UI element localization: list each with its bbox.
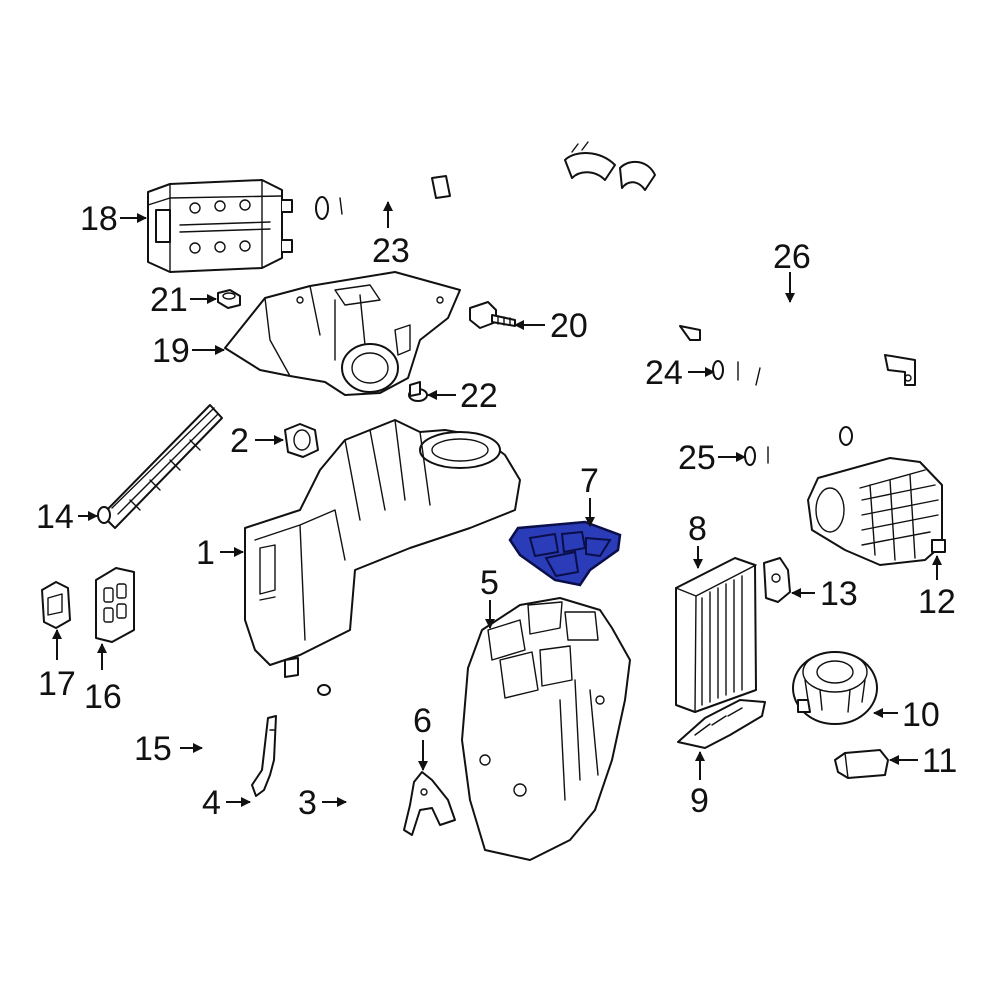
callout-3: 3	[298, 784, 317, 822]
callout-9: 9	[690, 782, 709, 820]
part-24-hose[interactable]	[710, 360, 787, 436]
part-3-drain-tube[interactable]	[317, 684, 364, 826]
part-13-sensor[interactable]	[763, 557, 791, 603]
callout-14: 14	[36, 498, 74, 536]
part-8-cabin-filter[interactable]	[675, 557, 757, 713]
part-4-sensor[interactable]	[251, 715, 277, 797]
part-7-gasket-highlighted[interactable]	[508, 520, 622, 587]
callout-19: 19	[152, 332, 190, 370]
part-22-screw[interactable]	[408, 381, 428, 402]
callout-4: 4	[202, 784, 221, 822]
callout-13: 13	[820, 575, 858, 613]
callout-8: 8	[688, 510, 707, 548]
part-10-blower-motor[interactable]	[792, 651, 878, 725]
part-1-hvac-case[interactable]	[244, 419, 521, 678]
part-2-grommet[interactable]	[284, 423, 319, 458]
callout-21: 21	[150, 281, 188, 319]
callout-10: 10	[902, 696, 940, 734]
callout-16: 16	[84, 678, 122, 716]
callout-2: 2	[230, 422, 249, 460]
callout-6: 6	[413, 702, 432, 740]
callout-24: 24	[645, 354, 683, 392]
callout-1: 1	[196, 534, 215, 572]
callout-23: 23	[372, 232, 410, 270]
callout-5: 5	[480, 564, 499, 602]
part-17-switch[interactable]	[41, 581, 71, 629]
part-25-hose[interactable]	[743, 422, 853, 466]
part-9-bracket[interactable]	[677, 699, 766, 749]
callout-11: 11	[922, 742, 957, 780]
callout-12: 12	[918, 583, 956, 621]
part-21-nut[interactable]	[217, 289, 241, 309]
callout-22: 22	[460, 377, 498, 415]
part-23-hose[interactable]	[313, 175, 451, 220]
callout-17: 17	[38, 665, 76, 703]
callout-20: 20	[550, 307, 588, 345]
part-11-resistor[interactable]	[834, 749, 889, 779]
part-5-lower-case[interactable]	[461, 597, 631, 861]
callout-25: 25	[678, 439, 716, 477]
part-14-heater-core[interactable]	[97, 404, 223, 529]
callout-18: 18	[80, 200, 118, 238]
part-26-coolant-pipes[interactable]	[553, 141, 938, 386]
part-19-cover[interactable]	[224, 271, 461, 396]
leader-lines	[52, 201, 942, 807]
callout-numbers: 18 23 26 21 20 19 24 22 2 25 14 7 8 1 12…	[36, 200, 957, 822]
callout-7: 7	[580, 462, 599, 500]
part-12-blower-housing[interactable]	[807, 457, 946, 566]
part-6-bracket[interactable]	[403, 771, 456, 836]
part-20-bolt[interactable]	[469, 301, 516, 329]
part-15-tubes[interactable]	[142, 629, 242, 748]
callout-15: 15	[134, 730, 172, 768]
callout-26: 26	[773, 238, 811, 276]
part-18-control-module[interactable]	[147, 179, 293, 273]
part-16-switch[interactable]	[95, 567, 135, 643]
